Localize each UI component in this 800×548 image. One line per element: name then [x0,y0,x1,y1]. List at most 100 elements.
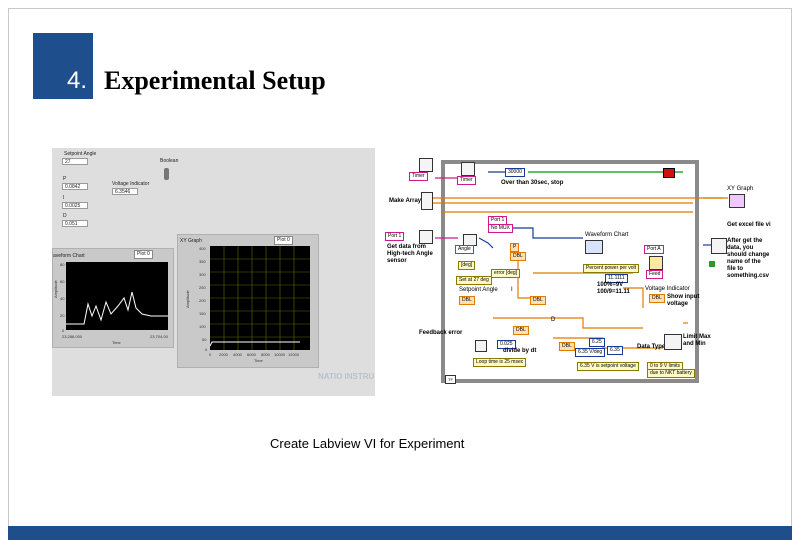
in-range-coerce-icon [664,334,682,350]
ratio-constant: 11.1111 [605,274,628,283]
xy-y-tick: 400 [199,246,206,251]
dt-constant: 0.025 [497,340,516,349]
waveform-chart-terminal-icon [585,240,603,254]
xy-graph-title: XY Graph [180,238,202,244]
timer-2-ref: Timer [457,176,476,185]
xy-y-tick: 150 [199,311,206,316]
waveform-y-tick: 40 [60,296,65,301]
boolean-switch-icon [164,168,169,180]
battery-note-line2: due to NKT battery [647,369,695,378]
waveform-x-max: 23,704.00 [150,334,168,339]
show-input-note-line2: voltage [667,301,689,307]
xy-x-tick: 6000 [247,352,256,357]
waveform-x-min: 23,288.000 [62,334,83,339]
xy-graph-terminal-icon [729,194,745,208]
data-type-label: Data Type [637,344,666,350]
front-panel-screenshot: Setpoint Angle 27 Boolean P 0.0842 Volta… [52,148,375,396]
voltage-indicator-value: 6.3546 [112,188,138,195]
i-gain-label: I [63,195,65,201]
xy-graph-grid [210,246,310,350]
after-note-line2: data, you [727,245,754,251]
slide-caption: Create Labview VI for Experiment [270,436,465,451]
ratio-note-line2: 100/9=11.11 [597,289,630,295]
excel-vi-label: Get excel file vi [727,222,771,228]
xy-x-tick: 10000 [274,352,286,357]
deg-unit-label: [deg] [458,261,476,270]
waveform-chart-terminal-label: Waveform Chart [585,232,629,238]
voltage-indicator-label: Voltage Indicator [112,181,150,187]
after-note-line6: something.csv [727,273,770,279]
divide-by-dt-label: divide by dt [503,348,537,354]
d-gain-label: D [63,213,67,219]
error-deg-label: error [deg] [491,269,521,278]
xy-y-tick: 0 [205,347,208,352]
stop-button-icon [663,168,675,178]
voltage-constant-b: 6.35 [607,346,623,355]
slide-title: Experimental Setup [104,66,326,95]
setpoint-angle-value: 27 [62,158,88,165]
xy-y-tick: 250 [199,285,206,290]
make-array-label: Make Array [389,198,422,204]
block-diagram-screenshot: Timer Timer 30000 Over than 30sec, stop … [383,148,783,396]
xy-x-tick: 8000 [261,352,270,357]
xy-y-tick: 350 [199,259,206,264]
setpoint-voltage-note: 6.35 V is setpoint voltage [577,362,639,371]
xy-y-tick: 100 [199,324,206,329]
xy-y-tick: 50 [202,337,207,342]
xy-y-axis-label: Amplitude [185,290,190,308]
show-input-note-line1: Show input [667,294,700,300]
angle-ref: Angle [455,245,474,254]
xy-graph-plot [210,246,310,350]
volt-per-deg-constant: 6.35 V/deg [575,348,606,357]
xy-x-tick: 0 [209,352,212,357]
after-note-line1: After get the [727,238,763,244]
limit-note-line1: Limit Max [683,334,711,340]
waveform-chart-legend: Plot 0 [134,250,153,259]
xy-graph-legend: Plot 0 [274,236,293,245]
p-gain-label: P [63,176,67,182]
d-dbl-terminal: DBL [513,326,529,335]
boolean-constant-icon [709,261,715,267]
xy-x-axis-label: Time [254,358,263,363]
xy-y-tick: 200 [199,298,206,303]
timer-icon [419,158,433,172]
get-data-label-line1: Get data from [387,244,427,250]
boolean-label: Boolean [160,158,179,164]
block-diagram-wires [431,171,728,349]
setpoint-dbl-terminal: DBL [459,296,475,305]
get-data-label-line3: sensor [387,258,407,264]
set-at-27-note: Set at 27 deg [456,276,492,285]
xy-graph-terminal-label: XY Graph [727,186,754,192]
xy-x-tick: 12000 [288,352,300,357]
d-gain-value: 0.051 [62,220,88,227]
d-terminal-label: D [551,317,556,323]
limit-note-line2: and Min [683,341,706,347]
feed-ref: Feed [646,270,664,279]
waveform-trace [66,291,168,325]
after-note-line3: should change [727,252,770,258]
port-1a-ref: Port 1 [385,232,405,241]
p-dbl-terminal: DBL [510,252,526,261]
waveform-chart-title: aveform Chart [53,253,85,259]
percent-power-note: Percent power per volt [583,264,640,273]
timer-vi-icon [461,162,475,176]
xy-x-tick: 4000 [233,352,242,357]
no-mux-ref: No MUX [488,224,513,233]
daq-write-icon [649,256,663,270]
waveform-y-tick: 80 [60,262,65,267]
waveform-y-tick: 0 [62,328,65,333]
waveform-y-axis-label: Amplitude [53,280,58,298]
i-terminal-label: I [511,287,513,293]
setpoint-angle-terminal-label: Setpoint Angle [459,287,498,293]
loop-time-note: Loop time is 25 msec [473,358,527,367]
feedback-error-label: Feedback error [419,330,463,336]
after-note-line4: name of the [727,259,761,265]
i-gain-value: 0.0025 [62,202,88,209]
timer-1-ref: Timer [409,172,428,181]
xy-x-tick: 2000 [219,352,228,357]
p-gain-value: 0.0842 [62,183,88,190]
waveform-chart-plot [66,262,168,330]
port-a-ref: Port A [644,245,664,254]
build-array-icon [421,192,433,210]
stop-threshold-constant: 30000 [505,168,525,177]
